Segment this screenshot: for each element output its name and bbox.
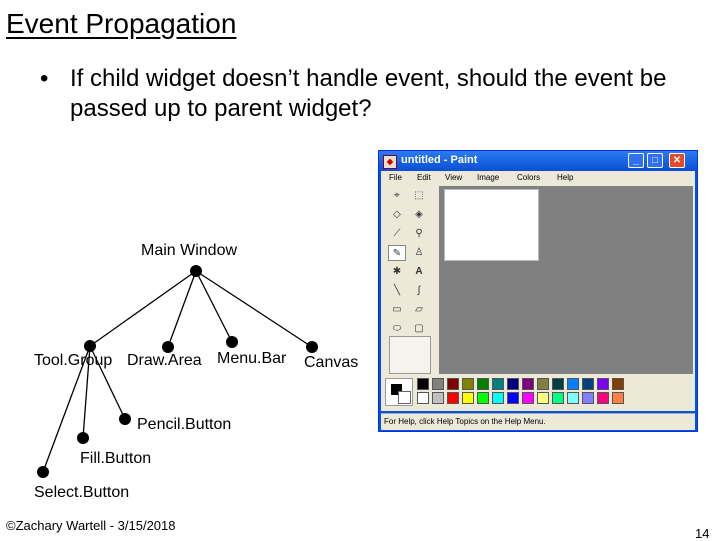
paint-app-icon: ◆ bbox=[383, 155, 397, 169]
palette-swatch[interactable] bbox=[447, 392, 459, 404]
rect-select-icon[interactable]: ⬚ bbox=[414, 190, 424, 201]
paint-body: ⌖ ⬚ ◇ ◈ ⟋ ⚲ ✎ ♙ ✱ A ╲ ∫ ▭ ▱ ⬭ ▢ bbox=[381, 184, 695, 411]
palette-swatch[interactable] bbox=[552, 378, 564, 390]
rounded-rect-icon[interactable]: ▢ bbox=[414, 323, 424, 334]
text-tool-icon[interactable]: A bbox=[415, 266, 423, 277]
label-fill-button: Fill.Button bbox=[80, 450, 152, 467]
palette-swatch[interactable] bbox=[612, 378, 624, 390]
menu-file[interactable]: File bbox=[389, 173, 402, 182]
paint-titlebar: ◆ untitled - Paint _ □ ✕ bbox=[379, 151, 697, 171]
paint-menubar: File Edit View Image Colors Help bbox=[381, 171, 695, 184]
free-select-icon[interactable]: ⌖ bbox=[394, 190, 400, 201]
tree-nodes bbox=[37, 265, 318, 478]
palette-swatch[interactable] bbox=[537, 392, 549, 404]
label-select-button: Select.Button bbox=[34, 484, 130, 501]
tool-options-panel[interactable] bbox=[389, 336, 431, 374]
node-toolgroup bbox=[84, 340, 96, 352]
edge-root-menubar bbox=[195, 270, 233, 343]
menu-help[interactable]: Help bbox=[557, 173, 574, 182]
background-color bbox=[398, 391, 411, 404]
palette-swatch[interactable] bbox=[522, 392, 534, 404]
label-canvas: Canvas bbox=[304, 354, 359, 371]
bullet-marker: • bbox=[40, 65, 49, 92]
curve-icon[interactable]: ∫ bbox=[417, 285, 421, 296]
edge-root-canvas bbox=[195, 270, 313, 348]
node-canvas bbox=[306, 341, 318, 353]
label-toolgroup: Tool.Group bbox=[34, 352, 113, 369]
tree-edges bbox=[42, 270, 313, 473]
edge-root-toolgroup bbox=[89, 270, 197, 347]
palette-swatch[interactable] bbox=[477, 378, 489, 390]
paint-canvas[interactable] bbox=[444, 189, 539, 261]
edge-toolgroup-select bbox=[42, 345, 91, 473]
palette-swatch[interactable] bbox=[462, 392, 474, 404]
palette-swatch[interactable] bbox=[432, 392, 444, 404]
palette-swatch[interactable] bbox=[537, 378, 549, 390]
color-box bbox=[385, 378, 695, 408]
rectangle-icon[interactable]: ▭ bbox=[392, 304, 402, 315]
node-fill-button bbox=[77, 432, 89, 444]
node-select-button bbox=[37, 466, 49, 478]
node-main-window bbox=[190, 265, 202, 277]
footer-credit: ©Zachary Wartell - 3/15/2018 bbox=[6, 518, 176, 533]
edge-toolgroup-fill bbox=[82, 345, 91, 439]
toolbox: ⌖ ⬚ ◇ ◈ ⟋ ⚲ ✎ ♙ ✱ A ╲ ∫ ▭ ▱ ⬭ ▢ bbox=[383, 186, 431, 374]
palette-swatch[interactable] bbox=[567, 378, 579, 390]
menu-view[interactable]: View bbox=[445, 173, 463, 182]
menu-edit[interactable]: Edit bbox=[417, 173, 431, 182]
label-main-window: Main Window bbox=[141, 242, 238, 259]
palette-swatch[interactable] bbox=[612, 392, 624, 404]
node-menubar bbox=[226, 336, 238, 348]
paint-title: untitled - Paint bbox=[401, 154, 478, 166]
menu-colors[interactable]: Colors bbox=[517, 173, 541, 182]
eyedropper-icon[interactable]: ⟋ bbox=[393, 228, 401, 239]
brush-icon[interactable]: ♙ bbox=[414, 247, 424, 258]
paint-workarea bbox=[439, 186, 693, 374]
palette-swatch[interactable] bbox=[462, 378, 474, 390]
palette-swatch[interactable] bbox=[507, 392, 519, 404]
line-icon[interactable]: ╲ bbox=[393, 285, 401, 296]
palette-swatch[interactable] bbox=[477, 392, 489, 404]
airbrush-icon[interactable]: ✱ bbox=[392, 266, 402, 277]
palette-swatch[interactable] bbox=[597, 378, 609, 390]
palette-swatch[interactable] bbox=[582, 378, 594, 390]
palette-swatch[interactable] bbox=[597, 392, 609, 404]
palette-swatch[interactable] bbox=[417, 378, 429, 390]
ellipse-icon[interactable]: ⬭ bbox=[392, 323, 402, 334]
pencil-icon[interactable]: ✎ bbox=[388, 245, 406, 261]
minimize-icon[interactable]: _ bbox=[628, 153, 644, 168]
label-pencil-button: Pencil.Button bbox=[137, 416, 232, 433]
label-drawarea: Draw.Area bbox=[127, 352, 202, 369]
palette-swatch[interactable] bbox=[582, 392, 594, 404]
slide-title: Event Propagation bbox=[6, 8, 237, 39]
node-drawarea bbox=[162, 341, 174, 353]
fill-icon[interactable]: ◈ bbox=[415, 209, 423, 220]
eraser-icon[interactable]: ◇ bbox=[393, 209, 401, 220]
paint-window-screenshot: ◆ untitled - Paint _ □ ✕ File Edit View … bbox=[378, 150, 698, 432]
palette-swatch[interactable] bbox=[507, 378, 519, 390]
close-icon[interactable]: ✕ bbox=[669, 153, 685, 168]
current-colors[interactable] bbox=[385, 378, 413, 406]
polygon-icon[interactable]: ▱ bbox=[415, 304, 423, 315]
menu-image[interactable]: Image bbox=[477, 173, 500, 182]
palette-swatch[interactable] bbox=[492, 378, 504, 390]
bullet-text: If child widget doesn’t handle event, sh… bbox=[70, 65, 667, 122]
palette-swatch[interactable] bbox=[552, 392, 564, 404]
palette-swatch[interactable] bbox=[567, 392, 579, 404]
paint-status-bar: For Help, click Help Topics on the Help … bbox=[381, 413, 695, 430]
node-pencil-button bbox=[119, 413, 131, 425]
maximize-icon[interactable]: □ bbox=[647, 153, 663, 168]
palette-swatch[interactable] bbox=[417, 392, 429, 404]
magnifier-icon[interactable]: ⚲ bbox=[415, 228, 423, 239]
page-number: 14 bbox=[695, 526, 710, 541]
palette-swatch[interactable] bbox=[522, 378, 534, 390]
bullet-point: • If child widget doesn’t handle event, … bbox=[40, 64, 680, 124]
palette-swatch[interactable] bbox=[447, 378, 459, 390]
label-menubar: Menu.Bar bbox=[217, 350, 287, 367]
edge-root-drawarea bbox=[167, 270, 197, 348]
palette-swatch[interactable] bbox=[492, 392, 504, 404]
palette-swatch[interactable] bbox=[432, 378, 444, 390]
edge-toolgroup-pencil bbox=[89, 345, 126, 420]
